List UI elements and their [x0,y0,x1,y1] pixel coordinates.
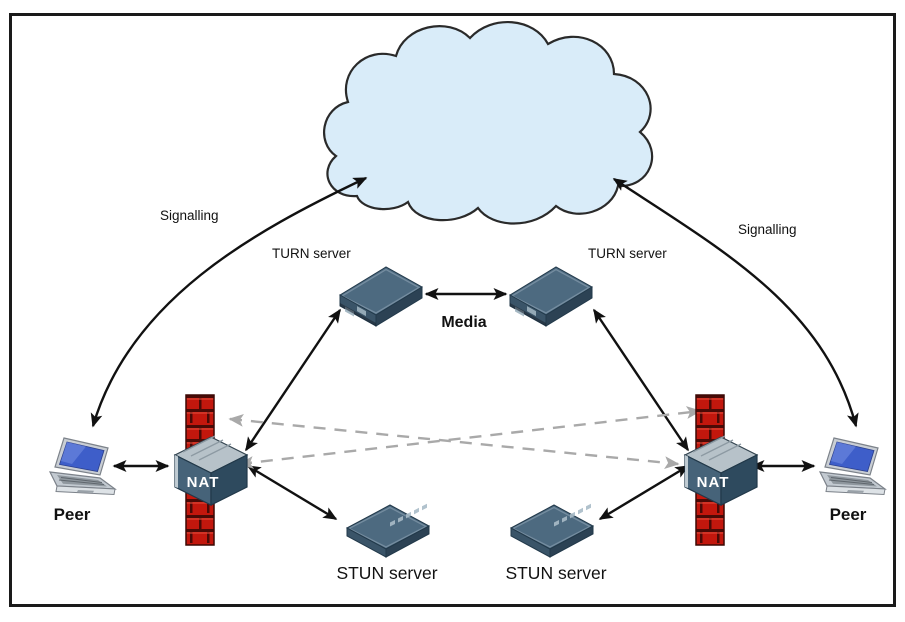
stun-server-right-node [510,503,594,558]
stun-server-right-icon [510,503,594,558]
turn-server-left-label: TURN server [272,246,351,261]
signalling-left-label: Signalling [160,208,219,223]
nat-left-device: NAT [174,394,248,546]
edge-nat-right-turn-right [593,308,689,452]
nat-right-device: NAT [684,394,758,546]
edge-dashed-natleft-natright-upper [238,406,702,469]
nat-left-label: NAT [187,474,220,491]
edge-nat-right-stun-right [598,464,690,521]
turn-server-left-icon [339,266,423,327]
edge-dashed-natright-natleft-upper [228,413,680,470]
peer-right-laptop-icon [819,437,886,496]
stun-server-left-node [346,503,430,558]
turn-server-right-node [509,266,593,327]
peer-right-node [819,437,886,496]
stun-server-left-icon [346,503,430,558]
peer-right-label: Peer [830,505,867,524]
peer-left-node [49,437,116,496]
diagram-border [9,13,896,607]
signalling-right-label: Signalling [738,222,797,237]
media-label: Media [441,314,486,331]
edge-nat-left-stun-left [246,464,338,521]
stun-server-left-label: STUN server [336,563,437,583]
edge-nat-left-turn-left [245,308,341,452]
turn-server-right-label: TURN server [588,246,667,261]
stun-server-right-label: STUN server [505,563,606,583]
internet-cloud [323,20,654,225]
turn-server-left-node [339,266,423,327]
nat-right-label: NAT [697,474,730,491]
turn-server-right-icon [509,266,593,327]
peer-left-label: Peer [54,505,91,524]
edge-signalling-left [90,176,368,428]
edge-signalling-right [612,177,859,428]
peer-left-laptop-icon [49,437,116,496]
